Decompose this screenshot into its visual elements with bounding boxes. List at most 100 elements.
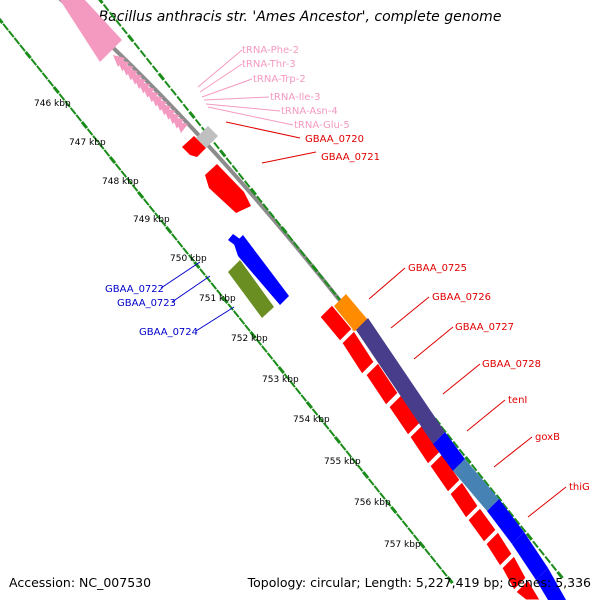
tick-mark bbox=[322, 422, 330, 430]
tick-mark bbox=[317, 272, 325, 280]
gene-label: GBAA_0728 bbox=[482, 359, 541, 370]
scale-label: 747 kbp bbox=[69, 138, 106, 148]
red-gene-train bbox=[319, 304, 541, 600]
tick-mark bbox=[232, 310, 240, 318]
tick-mark bbox=[165, 225, 173, 235]
tick-mark bbox=[204, 275, 212, 283]
tick-mark bbox=[292, 241, 300, 250]
red-gene-arrow bbox=[449, 481, 479, 519]
tick-mark bbox=[339, 443, 347, 451]
tick-mark bbox=[64, 100, 71, 108]
tick-mark bbox=[513, 517, 521, 526]
tick-mark bbox=[187, 254, 195, 262]
tick-mark bbox=[412, 534, 420, 542]
blue-gene-arrow bbox=[512, 532, 548, 580]
tick-mark bbox=[440, 425, 447, 434]
tick-mark bbox=[489, 486, 496, 495]
tick-mark bbox=[532, 540, 539, 549]
outer-tick-line bbox=[98, 0, 564, 580]
gene-label: thiG bbox=[569, 482, 590, 493]
tick-mark bbox=[283, 373, 291, 381]
scale-label: 754 kbp bbox=[293, 415, 330, 425]
tick-mark bbox=[280, 225, 288, 235]
gene-label: GBAA_0726 bbox=[432, 292, 491, 303]
tick-mark bbox=[390, 505, 398, 515]
tick-mark bbox=[550, 563, 558, 572]
gene-GBAA_0720-arrow bbox=[182, 136, 206, 157]
tick-mark bbox=[401, 520, 409, 528]
red-gene-arrow bbox=[467, 507, 497, 543]
tick-mark bbox=[519, 525, 527, 533]
red-gene-arrow bbox=[515, 579, 541, 600]
tick-mark bbox=[216, 289, 223, 297]
tick-mark bbox=[538, 548, 545, 556]
tick-mark bbox=[182, 247, 189, 255]
right-gene-labels: GBAA_0720 GBAA_0721 GBAA_0725 GBAA_0726 … bbox=[225, 121, 590, 518]
tick-mark bbox=[351, 457, 358, 465]
tick-mark bbox=[98, 0, 104, 5]
tick-mark bbox=[7, 30, 15, 38]
scale-label: 752 kbp bbox=[231, 334, 268, 344]
tick-mark bbox=[317, 415, 324, 423]
scale-label: 751 kbp bbox=[199, 294, 236, 304]
tick-mark bbox=[429, 555, 437, 563]
tick-mark bbox=[494, 494, 503, 503]
tick-mark bbox=[159, 219, 167, 227]
tick-mark bbox=[13, 37, 21, 45]
trna-label: tRNA-Phe-2 bbox=[242, 45, 299, 56]
tick-mark bbox=[277, 365, 285, 375]
scale-label: 748 kbp bbox=[102, 177, 139, 187]
scale-label: 757 kbp bbox=[384, 540, 421, 550]
tick-mark bbox=[69, 107, 77, 115]
scale-label: 750 kbp bbox=[170, 254, 207, 264]
tick-mark bbox=[396, 513, 403, 521]
tick-mark bbox=[145, 57, 153, 66]
tick-mark bbox=[170, 88, 177, 96]
tick-mark bbox=[193, 260, 201, 270]
tick-mark bbox=[244, 324, 251, 332]
tick-mark bbox=[356, 464, 364, 472]
tick-mark bbox=[52, 85, 60, 95]
tick-mark bbox=[30, 58, 38, 66]
accession-text: Accession: NC_007530 bbox=[9, 575, 152, 590]
tick-mark bbox=[266, 352, 274, 360]
tick-mark bbox=[379, 492, 386, 500]
tick-mark bbox=[151, 65, 159, 73]
tick-mark bbox=[154, 212, 161, 220]
tick-mark bbox=[176, 95, 184, 104]
scale-label: 749 kbp bbox=[133, 215, 170, 225]
tick-mark bbox=[243, 180, 251, 188]
scale-label: 756 kbp bbox=[354, 498, 391, 508]
tick-mark bbox=[384, 499, 392, 507]
gene-GBAA_0724-arrow bbox=[228, 260, 274, 318]
blue-gene-train bbox=[487, 499, 566, 600]
genome-summary-text: Topology: circular; Length: 5,227,419 bp… bbox=[247, 575, 591, 590]
tick-mark bbox=[367, 478, 375, 486]
tick-mark bbox=[97, 142, 105, 150]
scale-label: 755 kbp bbox=[324, 457, 361, 467]
inner-tick-line bbox=[0, 17, 454, 585]
blue-gene-arrow bbox=[487, 499, 524, 544]
tick-mark bbox=[188, 110, 196, 120]
tick-mark bbox=[157, 72, 166, 81]
gene-label: tenI bbox=[508, 395, 527, 406]
tick-mark bbox=[446, 575, 454, 585]
tick-mark bbox=[323, 279, 331, 288]
gene-label: GBAA_0721 bbox=[321, 152, 380, 163]
tick-mark bbox=[544, 555, 552, 564]
tick-mark bbox=[24, 50, 32, 60]
tick-mark bbox=[213, 141, 220, 150]
trna-label: tRNA-Thr-3 bbox=[242, 59, 296, 70]
trna-labels: tRNA-Phe-2 tRNA-Thr-3 tRNA-Trp-2 tRNA-Il… bbox=[197, 45, 350, 131]
tick-mark bbox=[345, 450, 353, 458]
tick-mark bbox=[148, 205, 156, 213]
tick-mark bbox=[221, 295, 229, 305]
tick-mark bbox=[225, 157, 233, 165]
gene-GBAA_0726-arrow bbox=[356, 318, 445, 444]
trna-label: tRNA-Trp-2 bbox=[253, 74, 306, 85]
red-gene-arrow bbox=[319, 304, 353, 342]
tick-mark bbox=[19, 44, 26, 52]
tick-mark bbox=[238, 317, 246, 325]
gene-grey-arrow bbox=[196, 126, 218, 148]
